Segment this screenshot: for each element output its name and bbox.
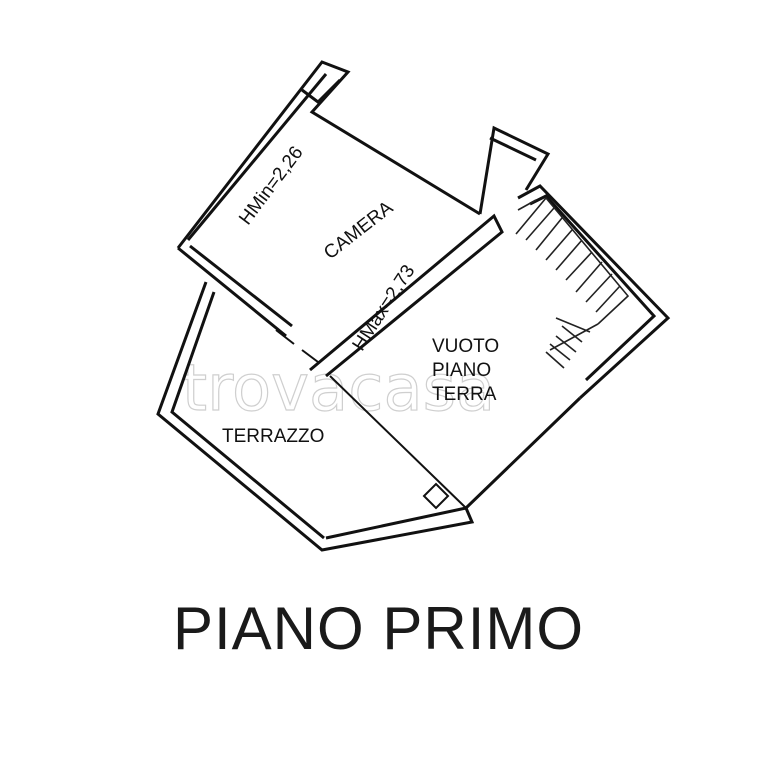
vuoto-label-line3: TERRA (432, 384, 497, 405)
terrazzo-label: TERRAZZO (222, 426, 324, 447)
outer-walls (156, 60, 671, 552)
staircase (515, 196, 630, 369)
vuoto-label-line2: PIANO (432, 360, 491, 381)
vuoto-label-line1: VUOTO (432, 336, 499, 357)
floor-title: PIANO PRIMO (172, 595, 585, 662)
hmin-label: HMin=2,26 (235, 143, 307, 229)
camera-label: CAMERA (320, 197, 397, 264)
